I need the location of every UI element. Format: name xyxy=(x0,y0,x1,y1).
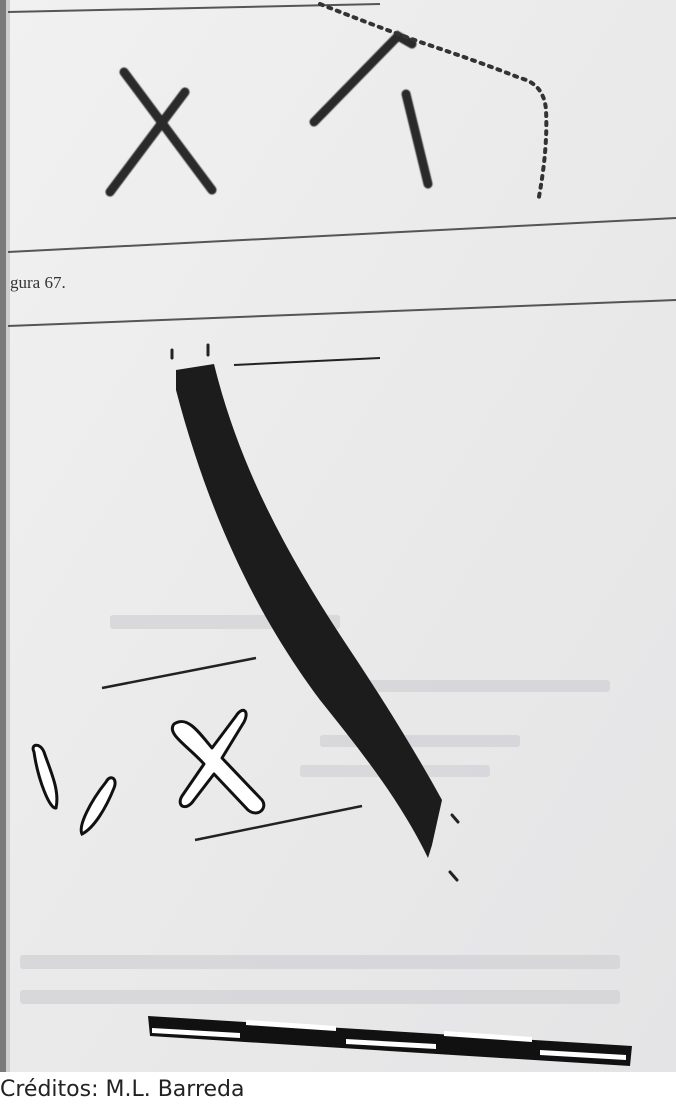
lower-caption-rule xyxy=(7,299,676,327)
large-curved-stroke xyxy=(176,364,442,858)
upper-caption-rule xyxy=(7,217,676,253)
paper-background xyxy=(0,0,676,1072)
scale-bar xyxy=(148,1016,632,1066)
top-x-mark xyxy=(105,67,217,197)
outlined-x-mark xyxy=(170,708,266,815)
upper-short-rule xyxy=(233,357,381,366)
bottom-tick-marks xyxy=(448,813,460,882)
dotted-outline xyxy=(318,2,549,204)
photo-credit: Créditos: M.L. Barreda xyxy=(0,1077,245,1102)
figure-photograph: gura 67. xyxy=(0,0,676,1072)
top-rule xyxy=(7,3,381,13)
figure-number-label: gura 67. xyxy=(10,273,66,292)
left-diagonal-rule xyxy=(101,656,257,690)
lower-diagonal-rule xyxy=(194,804,363,842)
page-edge xyxy=(0,0,6,1072)
top-tick-marks xyxy=(170,343,210,360)
outlined-leaf-marks xyxy=(31,743,117,837)
